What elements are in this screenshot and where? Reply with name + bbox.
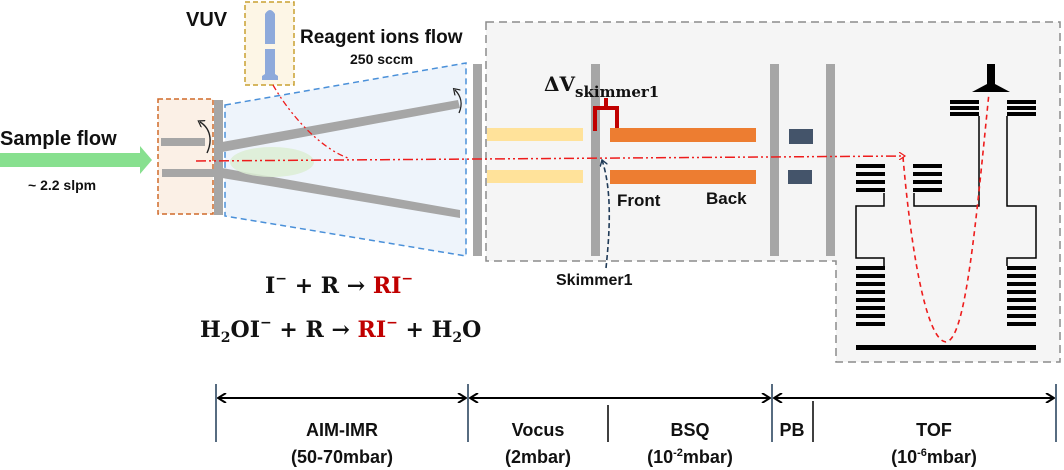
imr-upper-rod bbox=[222, 100, 460, 152]
inlet-tube-upper bbox=[161, 138, 205, 146]
ion-path-main bbox=[195, 156, 905, 162]
section-bsq: BSQ bbox=[670, 420, 709, 440]
section-bsq-pressure: (10-2mbar) bbox=[647, 447, 733, 467]
vuv-label: VUV bbox=[186, 9, 228, 31]
sample-flow-rate: ~ 2.2 slpm bbox=[28, 177, 96, 193]
section-tof: TOF bbox=[916, 420, 952, 440]
bsq-rod-lower bbox=[610, 170, 756, 184]
tof-analyzer bbox=[856, 64, 1036, 350]
skimmer1-label: Skimmer1 bbox=[556, 272, 633, 289]
bsq-rod-upper bbox=[610, 128, 756, 142]
vuv-lamp-icon bbox=[262, 10, 278, 80]
sample-flow-label: Sample flow bbox=[0, 128, 117, 150]
section-vocus-pressure: (2mbar) bbox=[505, 447, 571, 467]
section-aim-imr: AIM-IMR bbox=[306, 420, 378, 440]
reaction-1: I− + R → RI− bbox=[265, 271, 413, 299]
reagent-flow-rate: 250 sccm bbox=[350, 51, 413, 67]
inlet-flow-curved-arrow bbox=[200, 122, 211, 154]
reaction-2: H2OI− + R → RI− + H2O bbox=[200, 315, 481, 346]
vocus-rod-lower bbox=[487, 170, 583, 183]
detector-icon bbox=[972, 64, 1010, 92]
bsq-back-label: Back bbox=[706, 189, 747, 208]
delta-v-label: ΔVskimmer1 bbox=[544, 72, 659, 101]
skimmer-pointer bbox=[602, 160, 611, 269]
tof-ion-trajectory bbox=[902, 92, 990, 343]
imr-exit-curved-arrow bbox=[455, 90, 462, 114]
imr-lower-rod bbox=[222, 168, 460, 218]
section-pb: PB bbox=[779, 420, 804, 440]
reagent-ion-path bbox=[272, 84, 349, 159]
inlet-tube-lower bbox=[162, 169, 218, 177]
reagent-flow-label: Reagent ions flow bbox=[300, 27, 463, 48]
section-vocus: Vocus bbox=[512, 420, 565, 440]
skimmer1-plate bbox=[591, 64, 600, 256]
inlet-box bbox=[157, 98, 214, 215]
imr-front-plate bbox=[214, 100, 223, 215]
pb-plate-back bbox=[826, 64, 835, 256]
pb-plate-front bbox=[770, 64, 779, 256]
sample-flow-arrow bbox=[0, 146, 152, 174]
pb-lens-upper bbox=[789, 129, 813, 144]
bsq-front-label: Front bbox=[617, 191, 661, 210]
section-aim-imr-pressure: (50-70mbar) bbox=[291, 447, 393, 467]
vocus-entrance-plate bbox=[473, 64, 482, 256]
vocus-rod-upper bbox=[487, 128, 583, 141]
delta-v-bracket bbox=[593, 98, 619, 131]
tof-housing-outline bbox=[855, 116, 1037, 266]
reagent-plume bbox=[230, 147, 314, 177]
pb-lens-lower bbox=[788, 170, 812, 184]
section-tof-pressure: (10-6mbar) bbox=[891, 447, 977, 467]
